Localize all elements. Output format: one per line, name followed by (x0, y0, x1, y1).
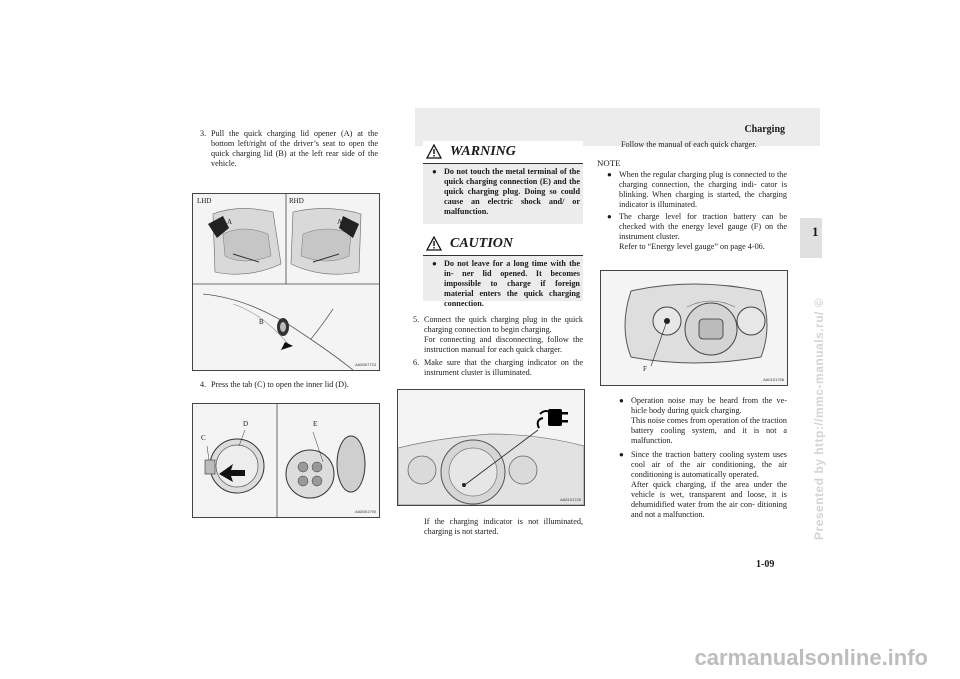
step-number: 5. (413, 315, 420, 324)
step-5: 5. Connect the quick charging plug in th… (413, 315, 583, 355)
bullet-icon: ● (619, 450, 624, 459)
figure-code: AA0101758 (763, 377, 784, 382)
step-subtext: For connecting and disconnecting, follow… (424, 335, 583, 354)
step-text: Make sure that the charging indicator on… (424, 358, 583, 377)
inner-lid-illustration (193, 404, 379, 517)
step-number: 4. (200, 380, 207, 389)
side-credit: Presented by http://mmc-manuals.ru/ © (812, 297, 826, 540)
figure-charging-indicator: AA5101745 (397, 389, 585, 506)
figure-code: AA5001790 (355, 509, 376, 514)
bullet-icon: ● (607, 212, 612, 221)
note-bullet-1: ● When the regular charging plug is conn… (607, 170, 787, 209)
caution-header (423, 233, 583, 256)
label-e: E (313, 420, 318, 428)
note-bullet-4: ● Since the traction battery cooling sys… (619, 450, 787, 519)
page-number: 1-09 (756, 559, 775, 570)
label-a-right: A (337, 218, 343, 226)
bullet-icon: ● (619, 396, 624, 405)
chapter-number: 1 (812, 224, 819, 239)
lid-opener-illustration (193, 194, 379, 370)
figure-inner-lid: C D E AA5001790 (192, 403, 380, 518)
step-number: 6. (413, 358, 420, 367)
caution-title: CAUTION (450, 236, 514, 251)
footer-banner (0, 642, 960, 679)
energy-gauge-illustration (601, 271, 787, 385)
warning-title: WARNING (450, 144, 516, 159)
figure-code: AA5101745 (560, 497, 581, 502)
charging-indicator-illustration (398, 390, 584, 505)
note-bullet-2: ● The charge level for traction battery … (607, 212, 787, 251)
label-f: F (643, 365, 647, 373)
label-d: D (243, 420, 249, 428)
step-text: Pull the quick charging lid opener (A) a… (211, 129, 378, 168)
warning-triangle-icon (426, 144, 442, 159)
step-text: Press the tab (C) to open the inner lid … (211, 380, 349, 389)
step-6: 6. Make sure that the charging indicator… (413, 358, 583, 378)
note-label: NOTE (597, 158, 621, 168)
step-number: 3. (200, 129, 207, 138)
warning-header (423, 141, 583, 164)
label-lhd: LHD (197, 197, 212, 205)
label-rhd: RHD (289, 197, 304, 205)
after-figure-text: If the charging indicator is not illumin… (424, 517, 583, 536)
bullet-icon: ● (432, 167, 437, 176)
site-watermark: carmanualsonline.info (694, 645, 929, 670)
label-c: C (201, 434, 206, 442)
bullet-icon: ● (607, 170, 612, 179)
bullet-icon: ● (432, 259, 437, 268)
figure-energy-gauge: F AA0101758 (600, 270, 788, 386)
figure-code: AA5007723 (355, 362, 376, 367)
step-text: Connect the quick charging plug in the q… (424, 315, 583, 334)
note-bullet-3: ● Operation noise may be heard from the … (619, 396, 787, 445)
figure-lid-opener: LHD RHD A A B AA5007723 (192, 193, 380, 371)
label-b: B (259, 318, 264, 326)
intro-text: Follow the manual of each quick charger. (621, 140, 757, 149)
step-3: 3. Pull the quick charging lid opener (A… (200, 129, 378, 169)
chapter-tab (800, 218, 822, 258)
step-4: 4. Press the tab (C) to open the inner l… (200, 380, 378, 390)
caution-triangle-icon (426, 236, 442, 251)
label-a-left: A (227, 218, 233, 226)
warning-text: ● Do not touch the metal terminal of the… (432, 167, 580, 216)
section-title: Charging (744, 124, 785, 135)
caution-text: ● Do not leave for a long time with the … (432, 259, 580, 308)
header-band (415, 108, 820, 146)
